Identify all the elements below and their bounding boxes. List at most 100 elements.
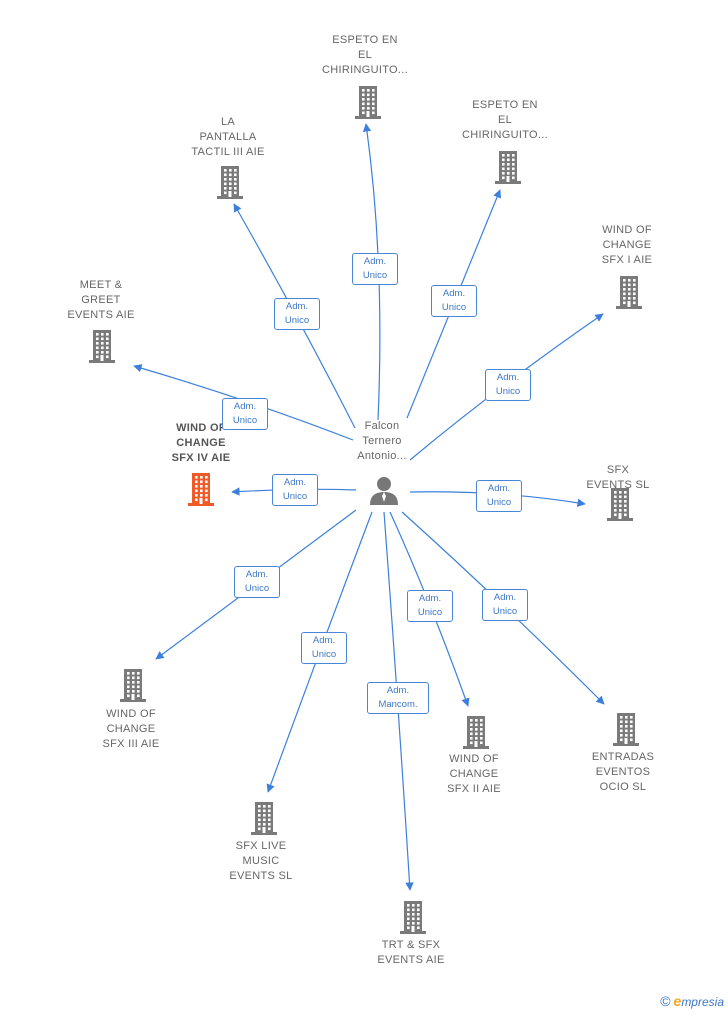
role-label-wind-ii[interactable]: Adm. Unico: [407, 590, 453, 622]
company-label-line: EVENTS SL: [586, 479, 650, 491]
role-label-line: Adm.: [418, 593, 442, 604]
role-label-wind-iv[interactable]: Adm. Unico: [272, 474, 318, 506]
company-label-line: EVENTS SL: [229, 870, 293, 882]
company-label-line: TRT & SFX: [381, 939, 441, 951]
company-label-line: CHIRINGUITO...: [462, 129, 548, 141]
company-label-line: SFX IV AIE: [171, 452, 231, 464]
company-label-line: CHANGE: [602, 239, 652, 251]
company-label-sfx-live[interactable]: SFX LIVE MUSIC EVENTS SL: [216, 839, 306, 884]
company-label-line: CHANGE: [176, 437, 226, 449]
building-icon[interactable]: [398, 900, 428, 934]
company-label-line: ENTRADAS: [591, 751, 655, 763]
company-label-line: WIND OF: [106, 708, 156, 720]
role-label-line: Unico: [495, 386, 521, 397]
brand-logo-text: mpresia: [681, 995, 724, 1009]
person-icon: [370, 477, 398, 505]
brand-watermark: ©empresia: [660, 993, 724, 1009]
company-label-line: LA: [220, 116, 236, 128]
company-label-line: OCIO SL: [599, 781, 647, 793]
role-label-line: Unico: [441, 302, 467, 313]
company-label-line: WIND OF: [176, 422, 226, 434]
role-label-line: Adm.: [245, 569, 269, 580]
building-icon[interactable]: [493, 150, 523, 184]
company-label-espeto-2[interactable]: ESPETO EN EL CHIRINGUITO...: [460, 98, 550, 143]
company-label-line: MUSIC: [242, 855, 280, 867]
role-label-wind-i[interactable]: Adm.Unico: [485, 369, 531, 401]
company-label-trt-sfx[interactable]: TRT & SFX EVENTS AIE: [366, 938, 456, 968]
role-label-line: Unico: [492, 606, 518, 617]
building-icon[interactable]: [186, 472, 216, 506]
building-icon[interactable]: [353, 85, 383, 119]
company-label-entradas[interactable]: ENTRADAS EVENTOS OCIO SL: [578, 750, 668, 795]
company-label-line: EL: [357, 49, 373, 61]
company-label-wind-i[interactable]: WIND OF CHANGE SFX I AIE: [582, 223, 672, 268]
building-icon[interactable]: [87, 329, 117, 363]
role-label-line: Adm.: [363, 256, 387, 267]
company-label-line: SFX I AIE: [601, 254, 653, 266]
building-icon[interactable]: [461, 715, 491, 749]
role-label-line: Unico: [284, 315, 310, 326]
center-name-line: Antonio...: [357, 450, 407, 462]
role-label-entradas[interactable]: Adm. Unico: [482, 589, 528, 621]
company-label-line: MEET &: [79, 279, 123, 291]
company-label-meet-greet[interactable]: MEET & GREET EVENTS AIE: [56, 278, 146, 323]
person-node[interactable]: [368, 474, 400, 511]
company-label-wind-iv[interactable]: WIND OF CHANGE SFX IV AIE: [156, 421, 246, 466]
role-label-line: Unico: [486, 497, 512, 508]
company-label-sfx-events[interactable]: SFX EVENTS SL: [573, 463, 663, 493]
company-label-line: CHANGE: [106, 723, 156, 735]
role-label-line: Adm.: [487, 483, 511, 494]
role-label-line: Adm.: [386, 685, 410, 696]
role-label-line: Adm.: [283, 477, 307, 488]
copyright-symbol: ©: [660, 993, 671, 1009]
company-label-line: SFX: [606, 464, 630, 476]
role-label-line: Mancom.: [378, 699, 418, 710]
role-label-wind-iii[interactable]: Adm. Unico: [234, 566, 280, 598]
company-label-line: SFX III AIE: [102, 738, 160, 750]
building-icon[interactable]: [118, 668, 148, 702]
building-icon[interactable]: [614, 275, 644, 309]
company-label-line: EVENTOS: [595, 766, 651, 778]
role-label-line: Unico: [362, 270, 388, 281]
company-label-line: ESPETO EN: [472, 99, 538, 111]
company-label-line: EVENTS AIE: [67, 309, 135, 321]
brand-logo-initial: e: [673, 993, 682, 1009]
role-label-line: Adm.: [233, 401, 257, 412]
role-label-line: Adm.: [285, 301, 309, 312]
company-label-espeto-1[interactable]: ESPETO EN EL CHIRINGUITO...: [320, 33, 410, 78]
role-label-line: Adm.: [442, 288, 466, 299]
company-label-wind-iii[interactable]: WIND OF CHANGE SFX III AIE: [86, 707, 176, 752]
company-label-line: ESPETO EN: [332, 34, 398, 46]
building-icon[interactable]: [215, 165, 245, 199]
role-label-sfx-live[interactable]: Adm. Unico: [301, 632, 347, 664]
company-label-line: EVENTS AIE: [377, 954, 445, 966]
role-label-line: Unico: [417, 607, 443, 618]
building-icon[interactable]: [605, 487, 635, 521]
role-label-trt-sfx[interactable]: Adm. Mancom.: [367, 682, 429, 714]
center-name-line: Falcon: [364, 420, 400, 432]
role-label-espeto-1[interactable]: Adm. Unico: [352, 253, 398, 285]
company-label-line: SFX II AIE: [447, 783, 501, 795]
center-name[interactable]: Falcon Ternero Antonio...: [338, 419, 426, 464]
role-label-line: Unico: [244, 583, 270, 594]
role-label-line: Adm.: [312, 635, 336, 646]
company-label-line: TACTIL III AIE: [191, 146, 265, 158]
building-icon[interactable]: [611, 712, 641, 746]
company-label-line: CHIRINGUITO...: [322, 64, 408, 76]
company-label-line: WIND OF: [602, 224, 652, 236]
role-label-espeto-2[interactable]: Adm. Unico: [431, 285, 477, 317]
role-label-sfx-events[interactable]: Adm. Unico: [476, 480, 522, 512]
role-label-la-pantalla[interactable]: Adm. Unico: [274, 298, 320, 330]
company-label-line: EL: [497, 114, 513, 126]
role-label-line: Unico: [232, 415, 258, 426]
role-label-line: Adm.: [493, 592, 517, 603]
role-label-line: Unico: [282, 491, 308, 502]
center-name-line: Ternero: [362, 435, 402, 447]
role-label-meet-greet[interactable]: Adm. Unico: [222, 398, 268, 430]
company-label-line: SFX LIVE: [235, 840, 287, 852]
building-icon[interactable]: [249, 801, 279, 835]
company-label-line: GREET: [81, 294, 121, 306]
role-label-line: Unico: [311, 649, 337, 660]
